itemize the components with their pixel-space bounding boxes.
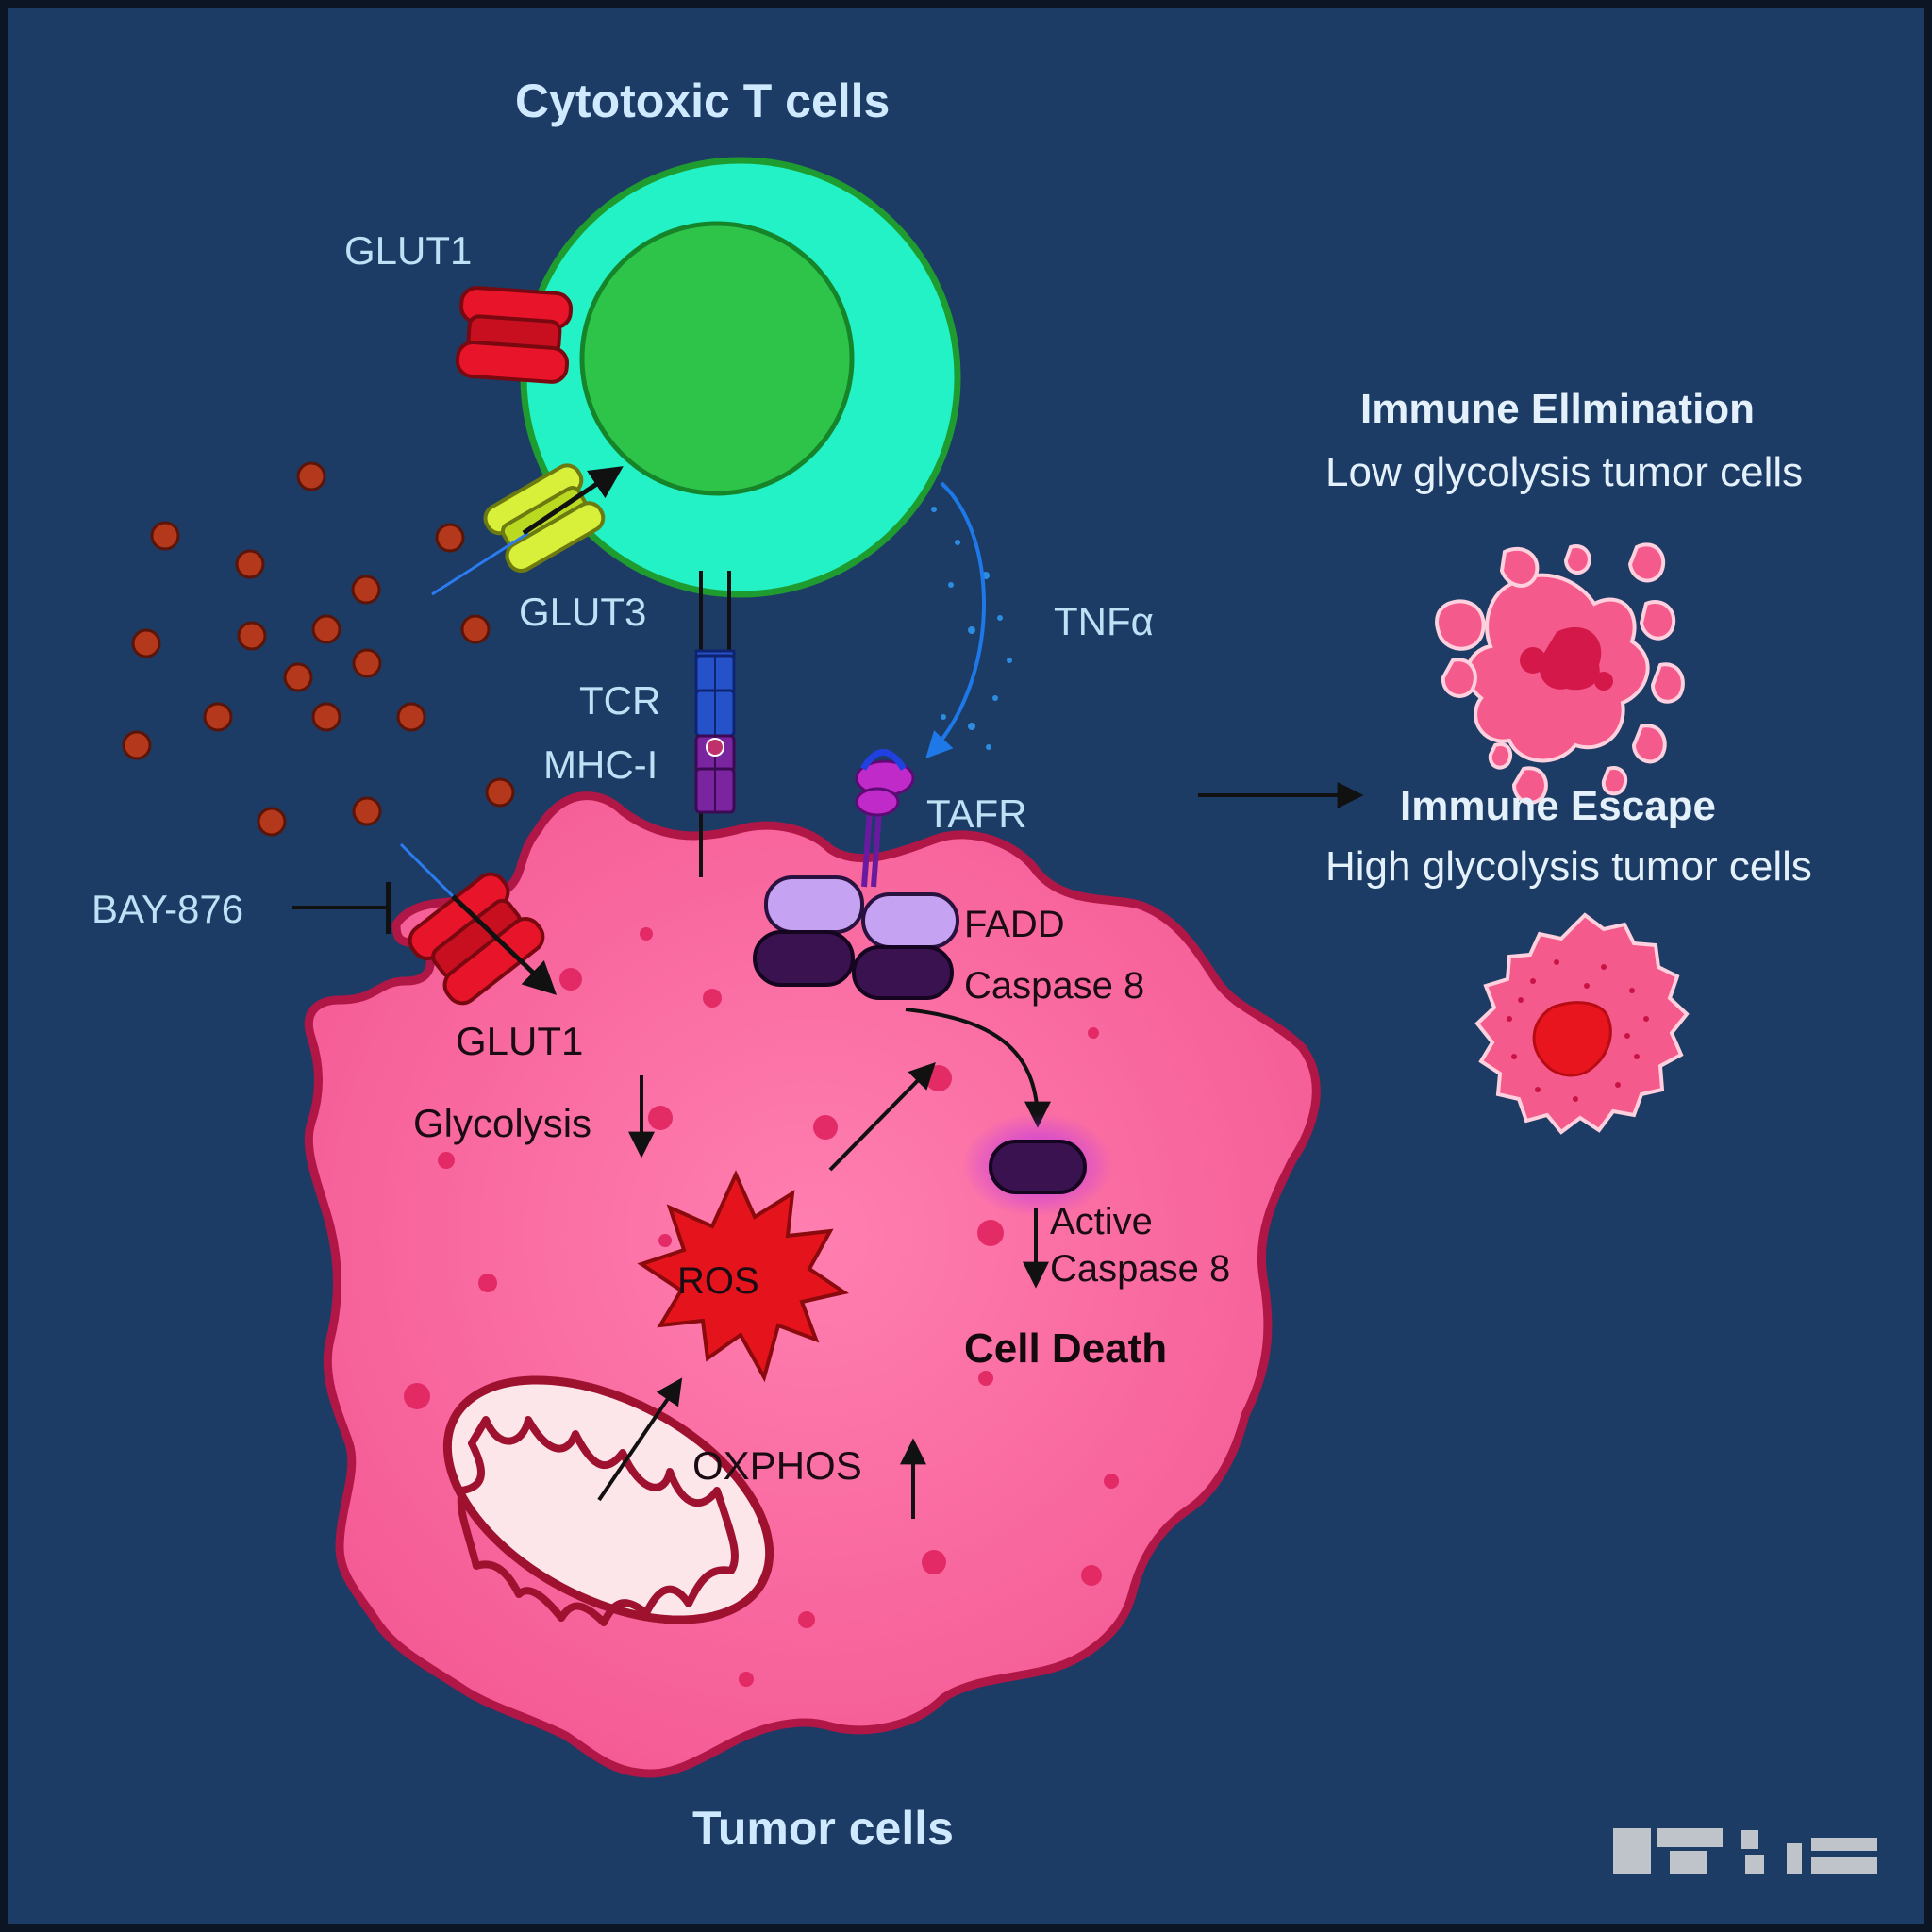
tcr-mhc-complex xyxy=(694,571,736,877)
watermark xyxy=(1613,1828,1877,1874)
tcr-label: TCR xyxy=(579,678,661,723)
active-caspase8-label: Caspase 8 xyxy=(1050,1248,1231,1290)
bay-876-label: BAY-876 xyxy=(92,887,244,931)
intact-tumor-nucleus xyxy=(1532,1001,1612,1077)
intact-tumor-vesicles xyxy=(1507,959,1649,1102)
tafr-receptor xyxy=(855,749,915,888)
active-caspase8 xyxy=(989,1140,1087,1194)
active-label: Active xyxy=(1050,1201,1153,1242)
ros-burst xyxy=(637,1170,849,1383)
glucose-molecules xyxy=(122,461,515,837)
tnf-alpha-label: TNFα xyxy=(1054,599,1154,643)
fragmented-cell-core xyxy=(1520,626,1613,691)
immune-escape-title: Immune Escape xyxy=(1400,783,1717,829)
glut1-transporter-tumor xyxy=(408,872,545,1006)
tnf-alpha-particles xyxy=(931,507,1012,750)
glycolysis-label: Glycolysis xyxy=(413,1101,592,1145)
t-cell-nucleus xyxy=(579,221,855,496)
fadd-label: FADD xyxy=(964,904,1065,945)
tafr-label: TAFR xyxy=(926,791,1027,836)
glucose-flux-line-tumor xyxy=(399,842,455,898)
tnf-alpha-arrow xyxy=(925,481,986,759)
oxphos-label: OXPHOS xyxy=(692,1443,862,1488)
caspase8-label: Caspase 8 xyxy=(964,965,1145,1007)
glut1-tumor-label: GLUT1 xyxy=(456,1019,584,1063)
glut3-label: GLUT3 xyxy=(519,590,647,634)
ros-label: ROS xyxy=(677,1260,759,1302)
cell-death-label: Cell Death xyxy=(964,1325,1168,1372)
fadd-caspase8-complex xyxy=(753,875,959,1000)
caspase-activation-arrow xyxy=(905,1008,1051,1128)
tumor-cells-title: Tumor cells xyxy=(692,1802,954,1855)
immune-escape-subtitle: High glycolysis tumor cells xyxy=(1325,843,1812,890)
glut1-transporter-tcell xyxy=(455,286,574,384)
glucose-uptake-arrow xyxy=(522,466,624,536)
glut1-tcell-label: GLUT1 xyxy=(344,228,473,273)
immune-elimination-subtitle: Low glycolysis tumor cells xyxy=(1325,449,1804,495)
mhc-label: MHC-I xyxy=(543,742,658,787)
ros-to-caspase-arrow xyxy=(828,1062,936,1172)
tumor-vesicles xyxy=(404,927,1119,1687)
mitochondrion xyxy=(442,1375,774,1626)
t-cells-title: Cytotoxic T cells xyxy=(515,75,891,127)
immune-elimination-title: Immune Ellmination xyxy=(1360,386,1756,432)
glucose-flux-line xyxy=(431,531,529,596)
tumor-glucose-uptake-arrow xyxy=(451,894,558,995)
mito-to-ros-arrow xyxy=(597,1377,683,1502)
